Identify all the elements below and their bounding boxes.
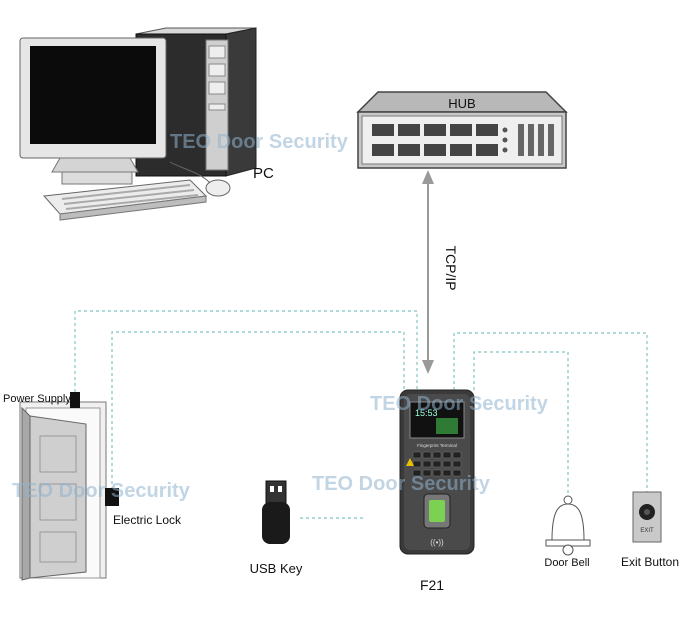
f21-rfid-mark: ((•)) bbox=[430, 538, 444, 547]
pc-monitor bbox=[19, 37, 167, 185]
f21-screen-time: 15:53 bbox=[415, 408, 438, 418]
tcpip-link: TCP/IP bbox=[422, 170, 459, 374]
tcpip-label: TCP/IP bbox=[443, 245, 459, 290]
door-bell: Door Bell bbox=[544, 495, 591, 569]
exit-plate-text: EXIT bbox=[640, 528, 654, 534]
hub-label: HUB bbox=[448, 96, 475, 111]
door-bell-wire bbox=[473, 351, 569, 498]
electric-lock-label: Electric Lock bbox=[113, 513, 182, 527]
exit-button-label: Exit Button bbox=[621, 555, 679, 569]
f21-terminal: 15:53 Fingerprint Terminal ((•)) F21 bbox=[399, 389, 475, 593]
usb-key-label: USB Key bbox=[250, 561, 303, 576]
pc-mouse bbox=[205, 179, 231, 197]
pc-label: PC bbox=[253, 165, 274, 182]
door bbox=[19, 401, 107, 581]
watermark-4: TEO Door Security bbox=[312, 473, 491, 495]
hub-device: HUB bbox=[356, 91, 568, 169]
tcpip-arrowhead-up bbox=[422, 170, 434, 184]
watermark-2: TEO Door Security bbox=[370, 393, 549, 415]
usb-key: USB Key bbox=[250, 480, 303, 576]
electric-lock-wire bbox=[111, 331, 405, 490]
f21-panel-label: Fingerprint Terminal bbox=[417, 443, 457, 448]
f21-keypad bbox=[412, 451, 462, 477]
power-supply-wire bbox=[74, 310, 418, 392]
pc-keyboard bbox=[42, 179, 208, 221]
exit-button-device: EXIT Exit Button bbox=[621, 491, 679, 569]
power-supply-label: Power Supply bbox=[3, 393, 71, 405]
electric-lock-box bbox=[105, 488, 119, 506]
watermark-3: TEO Door Security bbox=[12, 480, 191, 502]
power-supply-box bbox=[70, 392, 80, 408]
watermark-1: TEO Door Security bbox=[170, 131, 349, 153]
watermarks: TEO Door Security TEO Door Security TEO … bbox=[12, 131, 549, 502]
pc-computer: PC bbox=[19, 27, 274, 221]
f21-label: F21 bbox=[420, 577, 444, 593]
tcpip-arrowhead-down bbox=[422, 360, 434, 374]
dashed-wiring bbox=[74, 310, 648, 519]
door-bell-label: Door Bell bbox=[544, 557, 589, 569]
